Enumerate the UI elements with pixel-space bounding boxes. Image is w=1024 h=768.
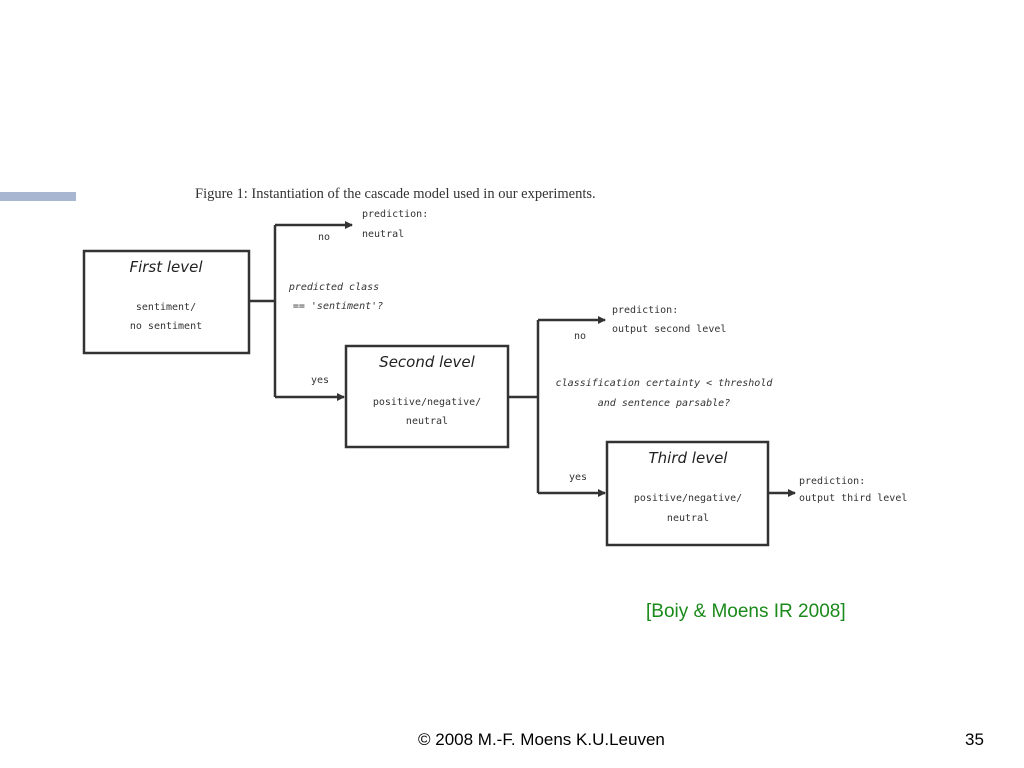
prediction-3-label: prediction: [799, 476, 865, 487]
branch-label-no-2: no [574, 331, 586, 342]
prediction-2-value: output second level [612, 324, 726, 335]
box-second-level-line-2: neutral [406, 416, 448, 427]
question-1-line-2: == 'sentiment'? [293, 301, 383, 312]
question-1-line-1: predicted class [288, 282, 379, 293]
box-first-level-title: First level [129, 258, 203, 276]
box-third-level-title: Third level [649, 449, 729, 467]
footer-copyright: © 2008 M.-F. Moens K.U.Leuven [418, 730, 665, 749]
connector-first-decision [249, 221, 353, 401]
page-number: 35 [965, 730, 984, 749]
connector-second-decision [508, 316, 606, 497]
branch-label-no-1: no [318, 232, 330, 243]
box-third-level-line-1: positive/negative/ [634, 493, 742, 504]
citation: [Boiy & Moens IR 2008] [646, 601, 846, 622]
box-second-level: Second level positive/negative/ neutral [344, 344, 510, 449]
box-third-level-line-2: neutral [667, 513, 709, 524]
prediction-1-label: prediction: [362, 209, 428, 220]
question-2-line-2: and sentence parsable? [598, 398, 730, 409]
branch-label-yes-2: yes [569, 472, 587, 483]
prediction-3-value: output third level [799, 493, 907, 504]
slide-accent-bar [0, 192, 76, 201]
box-second-level-line-1: positive/negative/ [373, 397, 481, 408]
box-second-level-title: Second level [379, 353, 475, 371]
branch-label-yes-1: yes [311, 375, 329, 386]
box-third-level: Third level positive/negative/ neutral [605, 440, 770, 547]
box-first-level-line-1: sentiment/ [136, 302, 196, 313]
box-first-level-line-2: no sentiment [130, 321, 202, 332]
box-first-level: First level sentiment/ no sentiment [82, 249, 251, 355]
prediction-1-value: neutral [362, 229, 404, 240]
figure-caption: Figure 1: Instantiation of the cascade m… [195, 186, 596, 202]
prediction-2-label: prediction: [612, 305, 678, 316]
question-2-line-1: classification certainty < threshold [556, 378, 774, 389]
